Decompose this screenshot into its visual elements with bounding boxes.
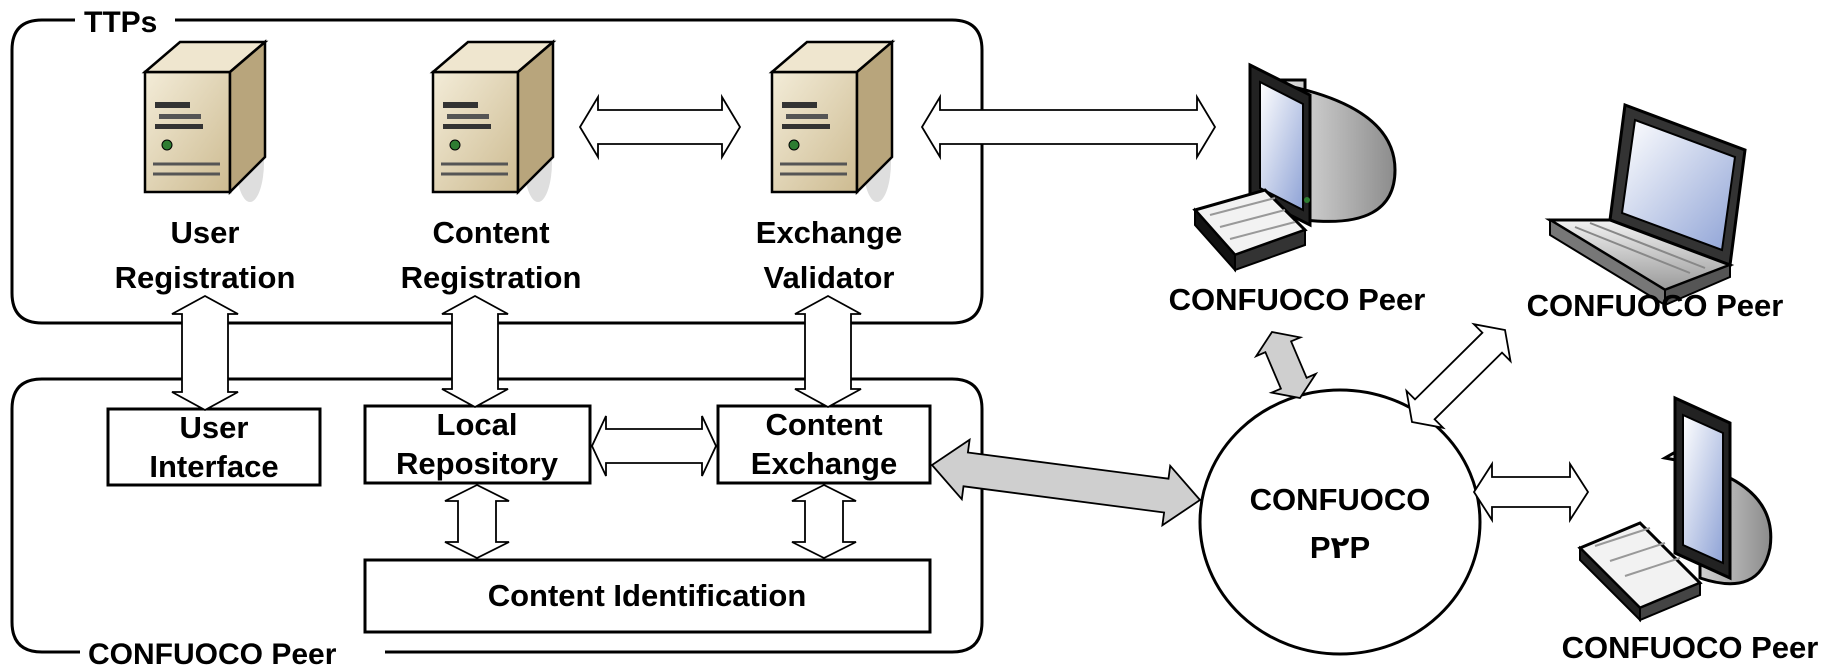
exchange-validator-remote-peer-arrow <box>920 93 1217 161</box>
laptop-computer-icon <box>1544 102 1747 307</box>
user-interface-box: User Interface <box>106 407 322 487</box>
content-exchange-label-line1: Content <box>765 407 882 442</box>
content-identification-label: Content Identification <box>488 578 807 613</box>
content-exchange-box: Content Exchange <box>716 404 932 485</box>
user-interface-label-line2: Interface <box>149 449 278 484</box>
content-registration-local-repository-arrow <box>441 294 509 409</box>
content-registration-label-line2: Registration <box>401 260 582 295</box>
exchange-validator-content-exchange-arrow <box>794 294 862 409</box>
desktop-computer-icon <box>1577 395 1773 623</box>
local-repository-label-line1: Local <box>437 407 518 442</box>
user-registration-label-line1: User <box>171 215 240 250</box>
network-label-line1: CONFUOCO <box>1250 482 1431 517</box>
network-remote-peer-2-arrow <box>1405 322 1512 430</box>
confuoco-peer-group-label: CONFUOCO Peer <box>88 638 337 671</box>
content-registration-label-line1: Content <box>432 215 549 250</box>
remote-peer-1-label: CONFUOCO Peer <box>1169 282 1426 317</box>
exchange-validator-label-line2: Validator <box>764 260 895 295</box>
local-repository-content-exchange-arrow <box>591 415 717 477</box>
network-remote-peer-3-arrow <box>1472 460 1590 524</box>
local-repository-content-identification-arrow <box>444 483 510 560</box>
remote-peer-2-label: CONFUOCO Peer <box>1527 288 1784 323</box>
local-repository-label-line2: Repository <box>396 446 559 481</box>
confuoco-p2p-network: CONFUOCO P٢P <box>1198 388 1482 656</box>
content-exchange-label-line2: Exchange <box>751 446 897 481</box>
user-registration-user-interface-arrow <box>171 294 239 412</box>
content-registration-exchange-validator-arrow <box>578 93 742 161</box>
user-registration-label-line2: Registration <box>115 260 296 295</box>
desktop-computer-icon <box>1192 62 1397 273</box>
network-label-line2: P٢P <box>1310 530 1370 565</box>
content-identification-box: Content Identification <box>363 558 932 634</box>
remote-peer-1-network-arrow <box>1253 331 1319 399</box>
user-interface-label-line1: User <box>180 410 249 445</box>
local-repository-box: Local Repository <box>363 404 592 485</box>
user-registration-server-icon <box>141 39 269 202</box>
exchange-validator-server-icon <box>768 39 896 202</box>
ttps-group-label: TTPs <box>84 6 157 39</box>
exchange-validator-label-line1: Exchange <box>756 215 902 250</box>
content-exchange-content-identification-arrow <box>791 483 857 560</box>
content-exchange-network-arrow <box>930 437 1202 528</box>
remote-peer-3-label: CONFUOCO Peer <box>1562 630 1819 665</box>
content-registration-server-icon <box>429 39 557 202</box>
